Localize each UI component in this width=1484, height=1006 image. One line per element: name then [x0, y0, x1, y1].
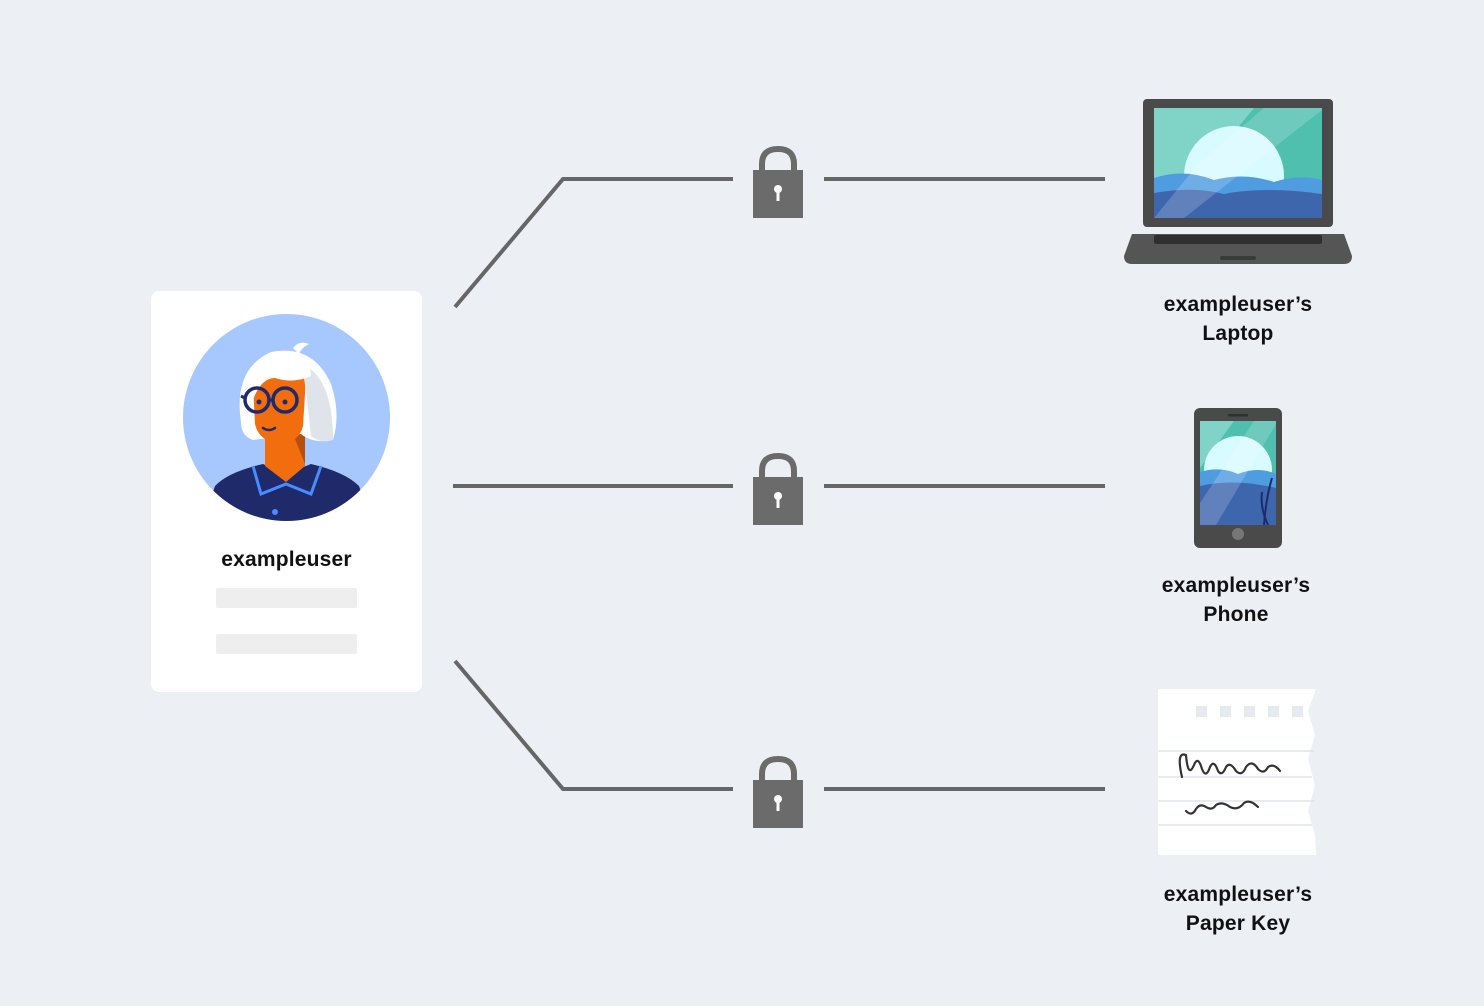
placeholder-bar [216, 634, 357, 654]
laptop-label-line2: Laptop [1202, 322, 1274, 345]
connector-line-paper-key [453, 659, 733, 791]
lock-icon [753, 756, 803, 828]
paper-key-label: exampleuser’s Paper Key [1118, 880, 1358, 938]
username-label: exampleuser [221, 548, 352, 571]
paper-key-icon [1158, 689, 1316, 855]
phone-icon [1194, 408, 1282, 548]
placeholder-bar [216, 588, 357, 608]
phone-label-line1: exampleuser’s [1161, 574, 1311, 597]
laptop-label: exampleuser’s Laptop [1118, 290, 1358, 348]
connector-line-laptop [453, 177, 733, 309]
lock-icon [753, 453, 803, 525]
user-card: exampleuser [151, 291, 422, 692]
phone-label-line2: Phone [1203, 603, 1269, 626]
user-avatar [183, 314, 390, 521]
lock-icon [753, 146, 803, 218]
laptop-icon [1124, 99, 1352, 264]
paper-key-label-line2: Paper Key [1185, 912, 1291, 935]
laptop-label-line1: exampleuser’s [1163, 293, 1313, 316]
phone-label: exampleuser’s Phone [1116, 571, 1356, 629]
paper-key-label-line1: exampleuser’s [1163, 883, 1313, 906]
